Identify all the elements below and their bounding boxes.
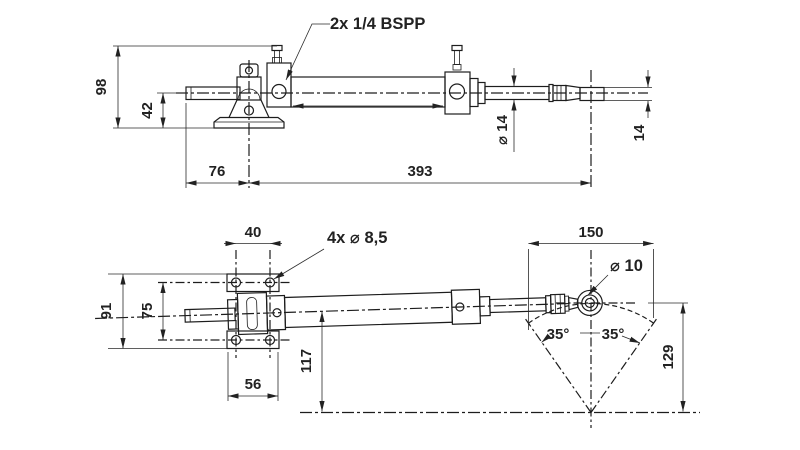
- side-view: [176, 44, 648, 188]
- rod-end-piece: [579, 86, 605, 102]
- plan-right-port: [455, 302, 465, 312]
- dim-plan-flange-height: 91: [98, 303, 115, 320]
- bracket-cap-hole: [244, 66, 254, 75]
- left-plug-nut: [272, 57, 282, 64]
- dim-plan-angle-right: 35°: [602, 326, 625, 343]
- bracket-cap: [239, 63, 259, 78]
- dim-plan-axis-to-base: 117: [298, 349, 315, 373]
- label-ports: 2x 1/4 BSPP: [330, 15, 425, 33]
- dim-side-axis-height: 42: [139, 102, 156, 119]
- bracket-base-hole: [243, 105, 255, 116]
- label-ball-joint: ⌀ 10: [610, 257, 643, 275]
- plan-view-dimensions: 40 4x ⌀ 8,5 150 ⌀ 10 91 75 56 117 129: [98, 224, 688, 412]
- flange-plate-bottom: [226, 330, 280, 350]
- dim-side-end-width: 14: [631, 124, 648, 141]
- right-port-hole: [448, 83, 466, 100]
- plan-left-port: [272, 308, 282, 318]
- dim-plan-swing-width: 150: [578, 224, 603, 241]
- dim-plan-hole-pitch-x: 40: [245, 224, 262, 241]
- dim-plan-hole-pitch-y: 75: [139, 303, 156, 320]
- plan-rod-stub: [184, 307, 236, 323]
- right-plug-shaft: [454, 50, 460, 65]
- plan-view: [95, 250, 700, 428]
- cylinder-tube: [290, 76, 446, 108]
- swing-line-right: [590, 317, 658, 413]
- dim-plan-swing-radius: 129: [660, 344, 677, 369]
- right-plug-cap: [451, 44, 463, 52]
- side-view-dimensions: 98 42 76 393 ⌀ 14 14 2x 1/4 BSPP: [93, 15, 652, 188]
- ports-leader: [285, 23, 330, 81]
- right-plug-nut: [452, 64, 462, 71]
- label-mount-holes: 4x ⌀ 8,5: [327, 229, 387, 247]
- dim-side-mount-offset: 76: [209, 163, 226, 180]
- plan-cylinder-assembly: [95, 288, 603, 336]
- left-plug-shaft: [274, 50, 280, 64]
- left-port-hole: [271, 83, 287, 100]
- holes-leader: [273, 248, 325, 280]
- plan-centerline: [95, 302, 570, 320]
- ball-leader: [587, 274, 609, 296]
- flange-plate-top: [226, 273, 280, 293]
- dim-plan-angle-left: 35°: [547, 326, 570, 343]
- dim-side-overall-height: 98: [93, 79, 110, 96]
- dim-plan-flange-width: 56: [245, 376, 262, 393]
- dim-side-rod-diameter: ⌀ 14: [494, 114, 511, 145]
- swing-line-left: [524, 317, 592, 413]
- clamp-slot: [246, 297, 258, 330]
- dim-side-length: 393: [407, 163, 432, 180]
- swing-arc: [528, 302, 654, 324]
- bracket-bore-arch: [237, 88, 261, 101]
